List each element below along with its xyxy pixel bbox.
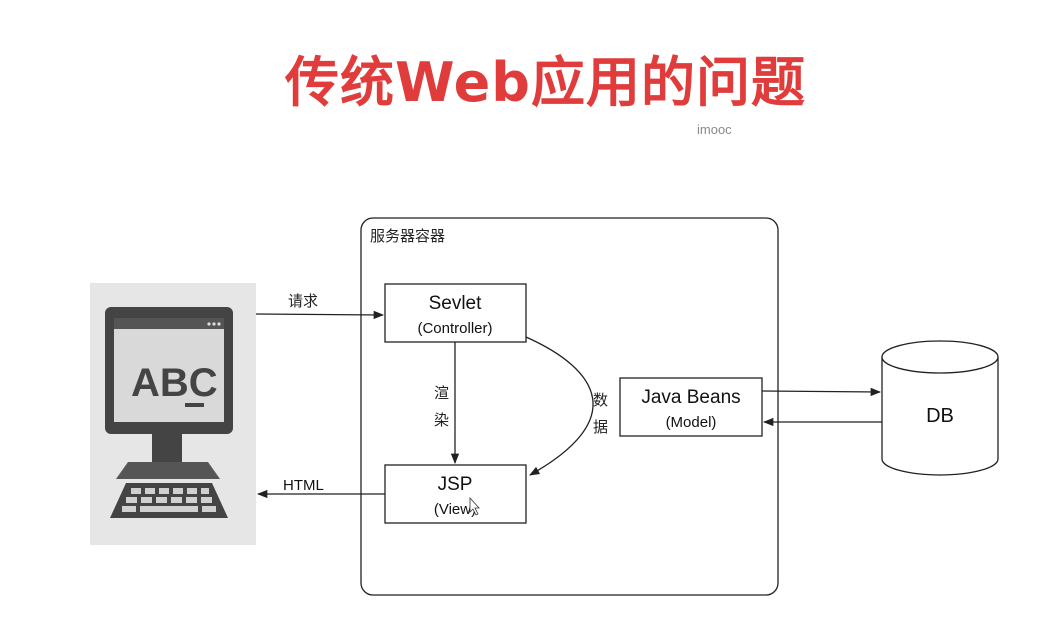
data-flow-curve (525, 336, 594, 476)
html-label: HTML (283, 477, 324, 494)
servlet-box: Sevlet (Controller) (384, 283, 527, 343)
render-label-2: 染 (434, 411, 449, 429)
watermark: imooc (697, 122, 732, 137)
jsp-title: JSP (438, 474, 473, 495)
data-label-2: 据 (593, 418, 608, 436)
jsp-subtitle: (View) (434, 501, 476, 518)
db-label: DB (926, 405, 954, 427)
render-label-1: 渲 (434, 384, 449, 402)
java-beans-title: Java Beans (641, 387, 740, 408)
beans-to-db-arrow (761, 387, 882, 397)
screen-text: ABC (131, 361, 218, 405)
computer-icon: ABC (90, 283, 256, 545)
server-container (360, 217, 779, 596)
servlet-subtitle: (Controller) (417, 320, 492, 337)
container-label: 服务器容器 (370, 227, 445, 245)
java-beans-box: Java Beans (Model) (619, 377, 763, 437)
slide-title: 传统Web应用的问题 (285, 51, 806, 114)
request-label: 请求 (288, 292, 318, 310)
mouse-cursor-icon (469, 496, 480, 516)
database-cylinder: DB (881, 340, 999, 476)
request-arrow (255, 310, 385, 320)
data-label-1: 数 (593, 391, 608, 409)
java-beans-subtitle: (Model) (666, 414, 717, 431)
jsp-box: JSP (View) (384, 464, 527, 524)
servlet-title: Sevlet (429, 293, 483, 314)
